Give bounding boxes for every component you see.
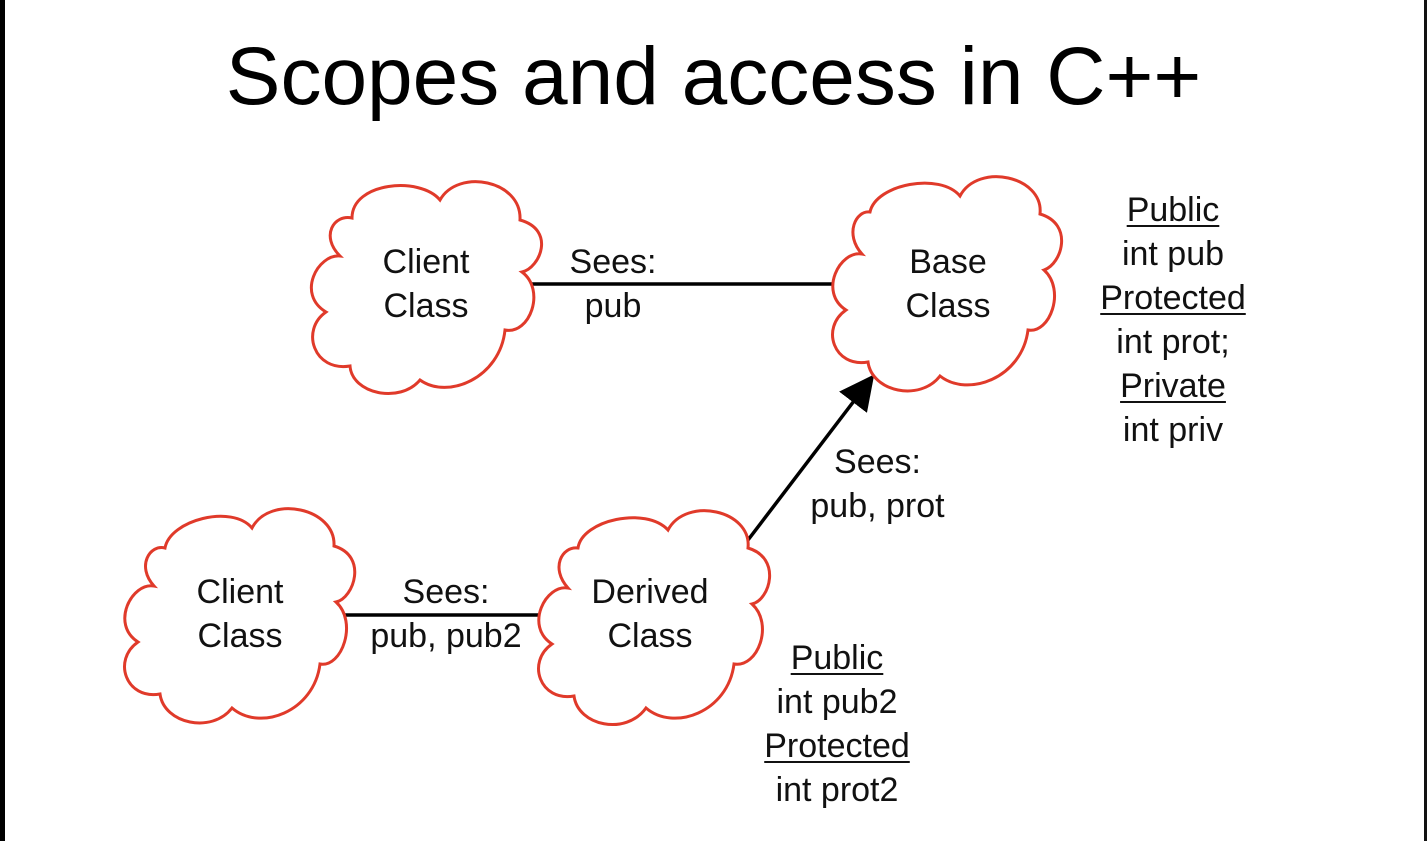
base-protected-member: int prot; [1116, 323, 1230, 361]
derived-protected-member: int prot2 [775, 771, 899, 809]
derived-members: Public int pub2 Protected int prot2 [752, 636, 922, 812]
edge-label-client-top-base-line2: pub [584, 287, 642, 325]
client-top-label: Client Class [346, 240, 506, 328]
edge-label-client-top-base-line1: Sees: [569, 243, 657, 281]
derived-public-member: int pub2 [776, 683, 898, 721]
base-protected-header: Protected [1100, 279, 1246, 317]
base-line1: Base [909, 243, 987, 281]
base-line2: Class [905, 287, 991, 325]
client-bottom-label: Client Class [160, 570, 320, 658]
derived-label: Derived Class [570, 570, 730, 658]
client-bottom-line2: Class [197, 617, 283, 655]
edge-label-client-top-base: Sees: pub [538, 240, 688, 328]
edge-label-derived-base-line1: Sees: [834, 443, 921, 481]
base-public-header: Public [1126, 191, 1220, 229]
derived-line2: Class [607, 617, 693, 655]
right-border [1424, 0, 1427, 841]
client-bottom-line1: Client [196, 573, 284, 611]
cloud-client-bottom [123, 507, 357, 725]
edge-label-client-bottom-derived-line2: pub, pub2 [370, 617, 522, 655]
base-private-member: int priv [1122, 411, 1224, 449]
cloud-base [831, 175, 1063, 393]
base-label: Base Class [868, 240, 1028, 328]
edge-label-derived-base: Sees: pub, prot [790, 440, 965, 528]
derived-protected-header: Protected [764, 727, 910, 765]
edge-label-client-bottom-derived: Sees: pub, pub2 [355, 570, 537, 658]
client-top-line1: Client [382, 243, 470, 281]
edge-derived-to-base-arrow [746, 374, 875, 542]
edge-label-derived-base-line2: pub, prot [810, 487, 945, 525]
cloud-client-top [309, 180, 543, 395]
client-top-line2: Class [383, 287, 469, 325]
derived-line1: Derived [591, 573, 709, 611]
base-members: Public int pub Protected int prot; Priva… [1088, 188, 1258, 452]
derived-public-header: Public [790, 639, 884, 677]
cloud-derived [537, 509, 771, 726]
base-public-member: int pub [1121, 235, 1225, 273]
left-border [0, 0, 5, 841]
slide-title: Scopes and access in C++ [225, 31, 1202, 122]
base-private-header: Private [1120, 367, 1226, 405]
edge-label-client-bottom-derived-line1: Sees: [402, 573, 490, 611]
